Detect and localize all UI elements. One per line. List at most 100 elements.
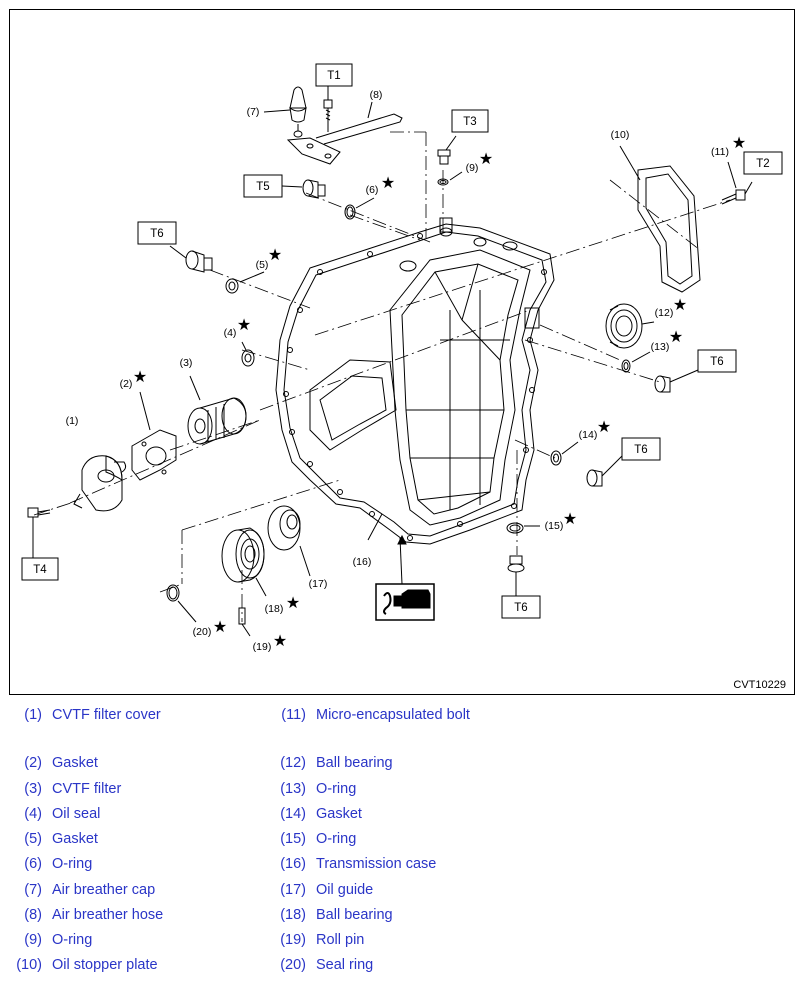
torque-tag-t4: T4 bbox=[33, 564, 47, 576]
torque-labels: T1 T2 T3 T4 T5 T6 T6 T6 T6 bbox=[33, 70, 769, 614]
callout-16: (16) bbox=[353, 556, 372, 568]
legend-number: (16) bbox=[280, 856, 306, 872]
callout-10: (10) bbox=[611, 129, 630, 141]
legend-item: (6)O-ring bbox=[4, 856, 92, 872]
callout-17: (17) bbox=[309, 578, 328, 590]
legend-name: Oil stopper plate bbox=[52, 957, 158, 973]
legend-item: (5) Gasket bbox=[4, 831, 98, 847]
legend-name: Oil guide bbox=[316, 882, 374, 898]
callout-3: (3) bbox=[180, 357, 193, 369]
t4-bolt bbox=[27, 507, 51, 558]
legend-item: (8) Air breather hose bbox=[4, 907, 163, 923]
seal-ring bbox=[166, 584, 197, 623]
legend-name: CVTF filter bbox=[52, 781, 122, 797]
star-icon: ★ bbox=[133, 369, 147, 386]
o-ring-13 bbox=[621, 351, 651, 373]
star-icon: ★ bbox=[563, 511, 577, 528]
ball-bearing-18 bbox=[221, 527, 267, 597]
callout-5: (5) bbox=[256, 259, 269, 271]
legend-name: Micro-encapsulated bolt bbox=[316, 707, 470, 723]
legend-number: (12) bbox=[280, 755, 306, 771]
callout-7: (7) bbox=[247, 106, 260, 118]
legend-number: (20) bbox=[280, 957, 306, 973]
torque-tag-t6-bottom: T6 bbox=[514, 602, 527, 614]
o-ring-9 bbox=[437, 171, 463, 186]
star-icon: ★ bbox=[286, 595, 300, 612]
air-breather-cap bbox=[263, 86, 307, 138]
air-breather-hose bbox=[286, 101, 403, 165]
torque-tag-t6-right-lower: T6 bbox=[634, 444, 647, 456]
legend-item: (19) Roll pin bbox=[268, 932, 364, 948]
callout-18: (18) bbox=[265, 603, 284, 615]
diagram-frame: T1 T2 T3 T4 T5 T6 T6 T6 T6 (1) (2) (3) (… bbox=[9, 9, 795, 695]
legend-item: (3) CVTF filter bbox=[4, 781, 121, 797]
legend-name: O-ring bbox=[316, 781, 357, 797]
torque-tag-t2: T2 bbox=[756, 158, 769, 170]
legend-item: (1)CVTF filter cover bbox=[4, 707, 161, 723]
legend-number: (6) bbox=[24, 856, 42, 872]
star-icon: ★ bbox=[597, 419, 611, 436]
replace-stars: ★ ★ ★ ★ ★ ★ ★ ★ ★ ★ ★ ★ ★ bbox=[133, 135, 746, 650]
figure-code: CVT10229 bbox=[733, 679, 786, 691]
legend-number: (5) bbox=[24, 831, 42, 847]
legend-name: Roll pin bbox=[316, 932, 365, 948]
legend-number: (4) bbox=[24, 806, 42, 822]
legend-item: (9)O-ring bbox=[4, 932, 92, 948]
star-icon: ★ bbox=[237, 317, 251, 334]
legend-number: (10) bbox=[16, 957, 42, 973]
cvtf-filter bbox=[187, 375, 247, 445]
legend-item: (14)Gasket bbox=[268, 806, 362, 822]
legend-name: Ball bearing bbox=[316, 907, 393, 923]
star-icon: ★ bbox=[213, 619, 227, 636]
legend-number: (3) bbox=[24, 781, 42, 797]
legend-number: (18) bbox=[280, 907, 306, 923]
legend-number: (2) bbox=[24, 755, 42, 771]
t3-plug bbox=[437, 135, 457, 165]
callout-13: (13) bbox=[651, 341, 670, 353]
gasket-14 bbox=[550, 441, 579, 466]
legend-name: Gasket bbox=[52, 755, 98, 771]
oil-seal bbox=[241, 341, 255, 367]
transmission-case bbox=[275, 217, 555, 545]
legend-name: Gasket bbox=[52, 831, 98, 847]
part-callouts: (1) (2) (3) (4) (5) (6) (7) (8) (9) (10)… bbox=[66, 89, 729, 653]
o-ring-15 bbox=[506, 522, 540, 534]
legend-item: (15)O-ring bbox=[268, 831, 356, 847]
callout-9: (9) bbox=[466, 162, 479, 174]
callout-14: (14) bbox=[579, 429, 598, 441]
t1-bolt bbox=[323, 86, 333, 132]
legend-name: Ball bearing bbox=[316, 755, 393, 771]
callout-6: (6) bbox=[366, 184, 379, 196]
star-icon: ★ bbox=[273, 633, 287, 650]
callout-11: (11) bbox=[711, 146, 729, 158]
star-icon: ★ bbox=[732, 135, 746, 152]
legend-number: (1) bbox=[24, 707, 42, 723]
cvtf-filter-cover bbox=[73, 455, 127, 512]
legend-name: O-ring bbox=[316, 831, 357, 847]
legend-number: (8) bbox=[24, 907, 42, 923]
sealant-symbol bbox=[375, 534, 435, 621]
legend-name: Air breather hose bbox=[52, 907, 164, 923]
callout-2: (2) bbox=[120, 378, 133, 390]
legend-item: (7)Air breather cap bbox=[4, 882, 155, 898]
torque-tag-t6-left: T6 bbox=[150, 228, 163, 240]
case-leader bbox=[367, 513, 383, 541]
t6-plug-left bbox=[169, 245, 213, 273]
gasket-5 bbox=[225, 271, 265, 294]
callout-20: (20) bbox=[193, 626, 212, 638]
t5-plug bbox=[281, 179, 326, 199]
callout-12: (12) bbox=[655, 307, 674, 319]
torque-tag-t3: T3 bbox=[463, 116, 476, 128]
legend-number: (17) bbox=[280, 882, 306, 898]
star-icon: ★ bbox=[673, 297, 687, 314]
legend-item: (16)Transmission case bbox=[268, 856, 436, 872]
legend-number: (19) bbox=[280, 932, 306, 948]
legend-item: (11)Micro-encapsulated bolt bbox=[268, 707, 470, 723]
legend-item: (20)Seal ring bbox=[268, 957, 373, 973]
legend-name: Gasket bbox=[316, 806, 362, 822]
star-icon: ★ bbox=[479, 151, 493, 168]
legend-name: Air breather cap bbox=[52, 882, 156, 898]
legend-item: (17) Oil guide bbox=[268, 882, 373, 898]
oil-stopper-plate bbox=[619, 145, 701, 293]
callout-4: (4) bbox=[224, 327, 237, 339]
